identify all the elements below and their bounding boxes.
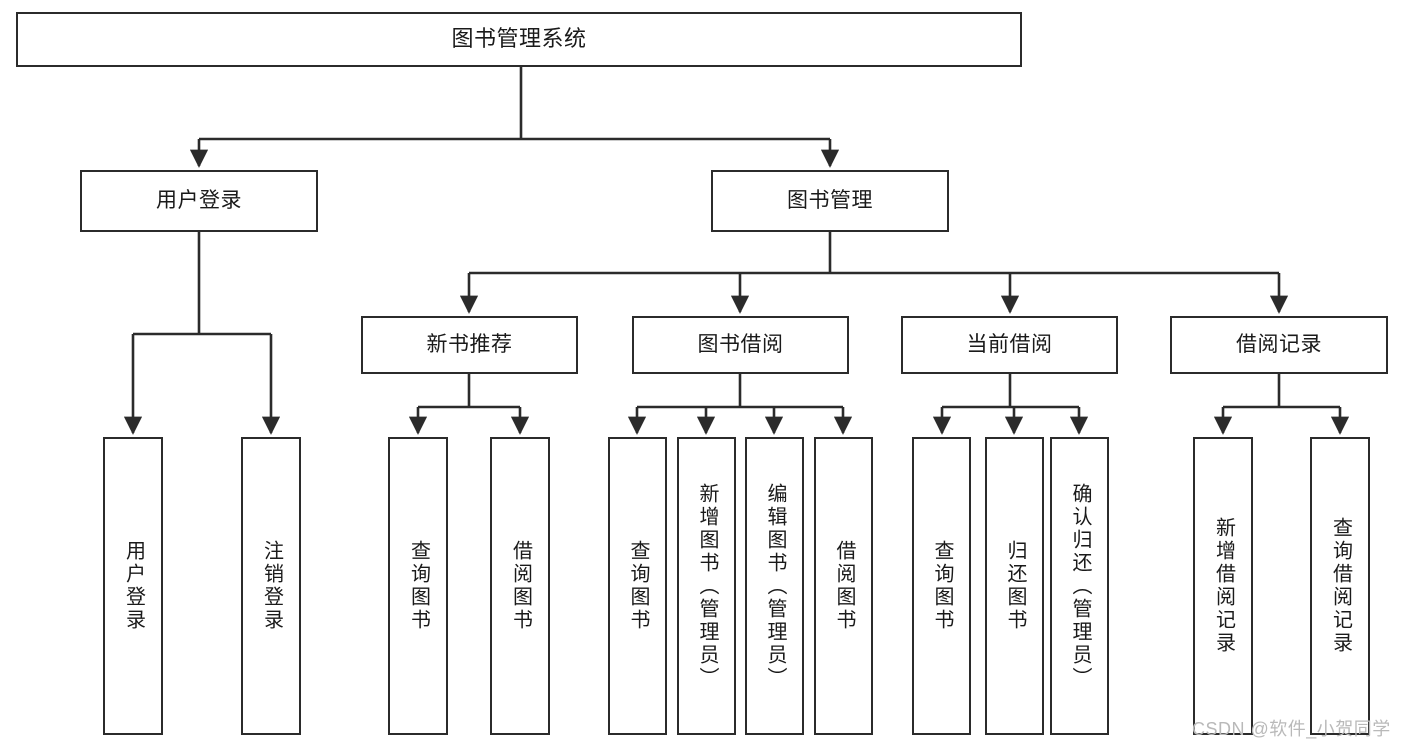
node-leaf-query-book-3[interactable]: 查询图书	[912, 437, 971, 735]
node-leaf-query-book-2-label: 查询图书	[627, 540, 649, 632]
node-leaf-add-record[interactable]: 新增借阅记录	[1193, 437, 1253, 735]
node-user-login[interactable]: 用户登录	[80, 170, 318, 232]
node-leaf-borrow-book-2-label: 借阅图书	[833, 540, 855, 632]
node-leaf-query-book-1-label: 查询图书	[407, 540, 430, 632]
node-leaf-user-login[interactable]: 用户登录	[103, 437, 163, 735]
node-book-borrow-label: 图书借阅	[697, 333, 784, 357]
node-book-manage[interactable]: 图书管理	[711, 170, 949, 232]
node-book-borrow[interactable]: 图书借阅	[632, 316, 849, 374]
node-leaf-return-book-label: 归还图书	[1004, 540, 1026, 632]
node-user-login-label: 用户登录	[156, 189, 242, 213]
node-leaf-query-book-3-label: 查询图书	[931, 540, 953, 632]
node-leaf-borrow-book-1-label: 借阅图书	[509, 540, 532, 632]
node-leaf-user-login-label: 用户登录	[122, 540, 145, 632]
node-current-borrow-label: 当前借阅	[966, 333, 1053, 357]
node-leaf-query-book-1[interactable]: 查询图书	[388, 437, 448, 735]
node-leaf-logout[interactable]: 注销登录	[241, 437, 301, 735]
node-borrow-record[interactable]: 借阅记录	[1170, 316, 1388, 374]
node-leaf-query-book-2[interactable]: 查询图书	[608, 437, 667, 735]
node-leaf-add-book[interactable]: 新增图书（管理员）	[677, 437, 736, 735]
node-leaf-borrow-book-2[interactable]: 借阅图书	[814, 437, 873, 735]
node-leaf-confirm-return[interactable]: 确认归还（管理员）	[1050, 437, 1109, 735]
node-leaf-add-book-label: 新增图书（管理员）	[696, 482, 718, 690]
node-new-book-rec-label: 新书推荐	[426, 333, 513, 357]
node-leaf-query-record-label: 查询借阅记录	[1329, 517, 1352, 655]
node-leaf-confirm-return-label: 确认归还（管理员）	[1069, 482, 1091, 690]
node-leaf-borrow-book-1[interactable]: 借阅图书	[490, 437, 550, 735]
node-leaf-edit-book-label: 编辑图书（管理员）	[764, 482, 786, 690]
node-borrow-record-label: 借阅记录	[1236, 333, 1322, 357]
node-leaf-edit-book[interactable]: 编辑图书（管理员）	[745, 437, 804, 735]
node-leaf-add-record-label: 新增借阅记录	[1212, 517, 1235, 655]
node-book-manage-label: 图书管理	[787, 189, 873, 213]
node-new-book-rec[interactable]: 新书推荐	[361, 316, 578, 374]
node-root[interactable]: 图书管理系统	[16, 12, 1022, 67]
node-leaf-logout-label: 注销登录	[260, 540, 283, 632]
node-leaf-query-record[interactable]: 查询借阅记录	[1310, 437, 1370, 735]
node-root-label: 图书管理系统	[451, 26, 587, 52]
node-leaf-return-book[interactable]: 归还图书	[985, 437, 1044, 735]
node-current-borrow[interactable]: 当前借阅	[901, 316, 1118, 374]
